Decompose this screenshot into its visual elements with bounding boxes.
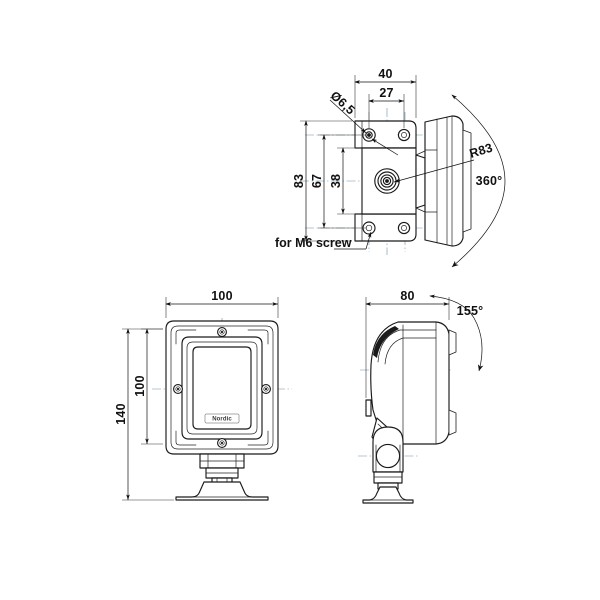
dim-label-155: 155° xyxy=(457,304,484,318)
dim-100-height: 100 xyxy=(133,328,163,445)
top-view-pivot-boss xyxy=(374,168,400,194)
side-view: 80 155° xyxy=(358,289,484,504)
front-lens xyxy=(192,346,252,430)
rotation-arc-360: 360° xyxy=(451,94,506,268)
dim-83: 83 xyxy=(292,120,352,242)
dim-label-38: 38 xyxy=(329,174,343,188)
side-pivot-knuckle xyxy=(372,426,404,473)
front-bezel-brackets xyxy=(175,329,269,446)
front-brand-logo: Nordic xyxy=(204,413,240,424)
dim-label-r83: R83 xyxy=(468,141,495,161)
dim-27: 27 xyxy=(368,86,405,128)
dim-label-40: 40 xyxy=(378,67,392,81)
side-shade xyxy=(373,326,399,358)
dim-140-height: 140 xyxy=(114,328,174,501)
dim-100-width: 100 xyxy=(165,289,279,318)
dim-label-360: 360° xyxy=(476,174,503,188)
dim-67: 67 xyxy=(310,134,366,229)
top-view: 40 27 83 67 38 xyxy=(275,67,506,268)
front-view: Nordic 100 xyxy=(114,289,292,501)
front-bezel-screws xyxy=(173,327,271,448)
dim-label-80: 80 xyxy=(400,289,414,303)
side-pivot-circle xyxy=(375,443,401,469)
note-label-m6-screw: for M6 screw xyxy=(275,236,352,250)
screw-hole-bottom-right xyxy=(397,221,411,235)
side-pedestal-foot xyxy=(362,486,414,504)
dim-label-140: 140 xyxy=(114,403,128,424)
dim-38: 38 xyxy=(329,147,360,215)
dim-label-100-width: 100 xyxy=(211,289,232,303)
front-pedestal-foot xyxy=(175,481,269,501)
top-view-upper-flange xyxy=(354,120,417,149)
top-view-lower-flange xyxy=(354,213,417,242)
dim-40: 40 xyxy=(354,67,417,118)
dim-label-67: 67 xyxy=(310,174,324,188)
dim-label-27: 27 xyxy=(379,86,393,100)
dim-label-83: 83 xyxy=(292,174,306,188)
brand-logo-label: Nordic xyxy=(212,417,232,423)
dim-label-100-height: 100 xyxy=(133,375,147,396)
note-m6-screw: for M6 screw xyxy=(275,231,372,250)
screw-hole-top-right xyxy=(397,128,411,142)
rotation-arc-155: 155° xyxy=(429,294,484,372)
leader-r83: R83 xyxy=(393,141,495,183)
